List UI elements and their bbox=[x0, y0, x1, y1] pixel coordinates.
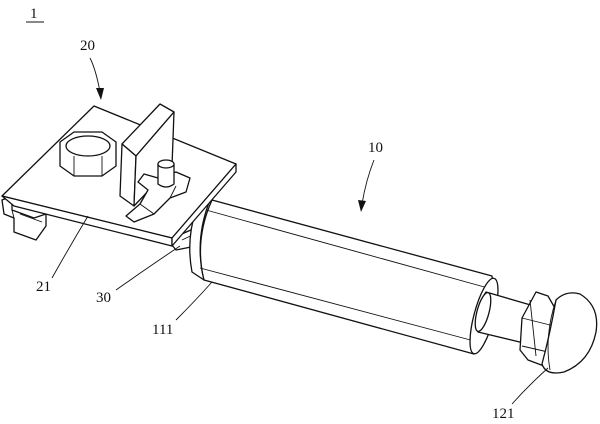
leader-20 bbox=[89, 57, 101, 93]
label-shaft: 30 bbox=[96, 290, 111, 306]
leader-21 bbox=[51, 215, 89, 279]
label-sleeve: 111 bbox=[152, 322, 173, 338]
leader-30 bbox=[115, 245, 181, 291]
label-plate: 21 bbox=[36, 279, 51, 295]
hex-bolt bbox=[59, 131, 117, 177]
label-head: 121 bbox=[492, 406, 515, 422]
leader-10 bbox=[361, 159, 375, 205]
mounting-plate bbox=[1, 105, 237, 247]
plate-right-edge bbox=[171, 163, 237, 247]
label-bracket-assembly: 20 bbox=[80, 38, 95, 54]
leader-111 bbox=[175, 281, 213, 321]
block-front bbox=[119, 143, 137, 207]
bolt-top bbox=[65, 135, 111, 157]
rod-assembly bbox=[167, 199, 598, 374]
dome-head bbox=[541, 292, 598, 374]
leader-121 bbox=[511, 367, 549, 405]
pin bbox=[157, 163, 175, 188]
side-hook bbox=[1, 195, 47, 241]
label-assembly: 1 bbox=[30, 6, 38, 22]
label-rod-assembly: 10 bbox=[368, 140, 383, 156]
pin-top bbox=[157, 159, 175, 169]
lever-clamp bbox=[125, 159, 191, 223]
